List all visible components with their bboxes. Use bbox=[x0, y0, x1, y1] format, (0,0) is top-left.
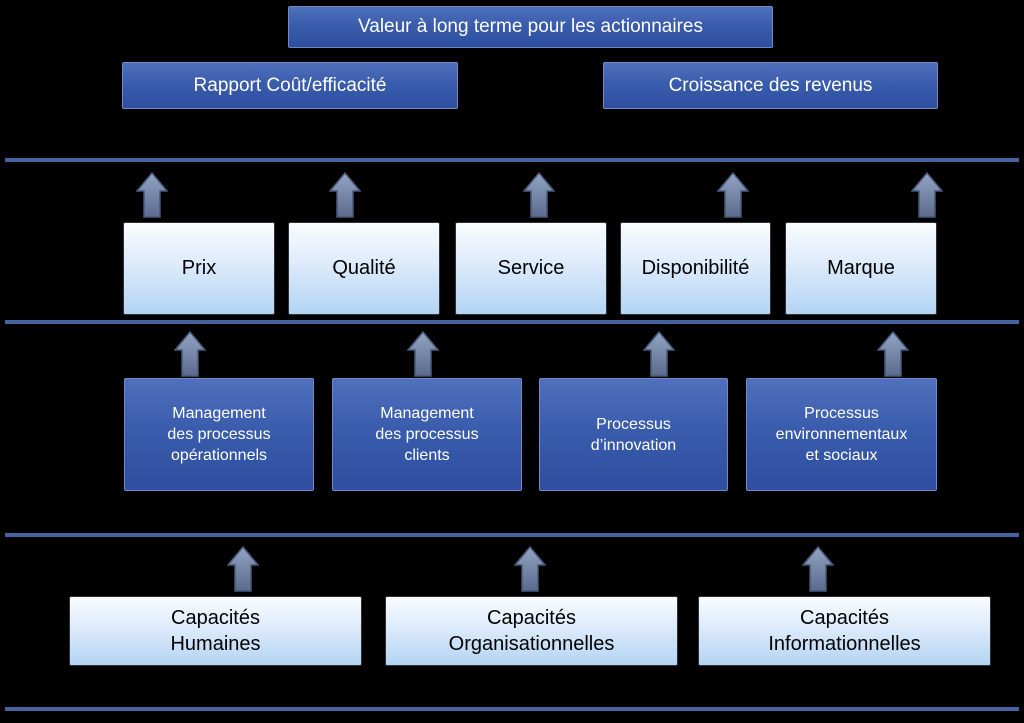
separator-line-1 bbox=[5, 158, 1019, 162]
up-arrow-icon bbox=[523, 172, 555, 218]
box-quality: Qualité bbox=[288, 222, 440, 315]
box-revenue-growth: Croissance des revenus bbox=[603, 62, 938, 109]
up-arrow-icon bbox=[227, 546, 259, 592]
box-human-capabilities: Capacités Humaines bbox=[69, 596, 362, 666]
up-arrow-icon bbox=[717, 172, 749, 218]
box-operational-process-management: Management des processus opérationnels bbox=[124, 378, 314, 491]
box-innovation-process: Processus d’innovation bbox=[539, 378, 728, 491]
box-customer-process-management: Management des processus clients bbox=[332, 378, 522, 491]
separator-line-4 bbox=[5, 707, 1019, 711]
up-arrow-icon bbox=[643, 331, 675, 377]
box-availability: Disponibilité bbox=[620, 222, 771, 315]
up-arrow-icon bbox=[514, 546, 546, 592]
up-arrow-icon bbox=[136, 172, 168, 218]
up-arrow-icon bbox=[329, 172, 361, 218]
up-arrow-icon bbox=[802, 546, 834, 592]
separator-line-3 bbox=[5, 533, 1019, 537]
box-service: Service bbox=[455, 222, 607, 315]
box-cost-efficiency: Rapport Coût/efficacité bbox=[122, 62, 458, 109]
up-arrow-icon bbox=[877, 331, 909, 377]
box-environmental-social-process: Processus environnementaux et sociaux bbox=[746, 378, 937, 491]
up-arrow-icon bbox=[407, 331, 439, 377]
box-long-term-shareholder-value: Valeur à long terme pour les actionnaire… bbox=[288, 6, 773, 48]
separator-line-2 bbox=[5, 320, 1019, 324]
up-arrow-icon bbox=[174, 331, 206, 377]
box-price: Prix bbox=[123, 222, 275, 315]
up-arrow-icon bbox=[911, 172, 943, 218]
box-brand: Marque bbox=[785, 222, 937, 315]
box-organizational-capabilities: Capacités Organisationnelles bbox=[385, 596, 678, 666]
box-informational-capabilities: Capacités Informationnelles bbox=[698, 596, 991, 666]
